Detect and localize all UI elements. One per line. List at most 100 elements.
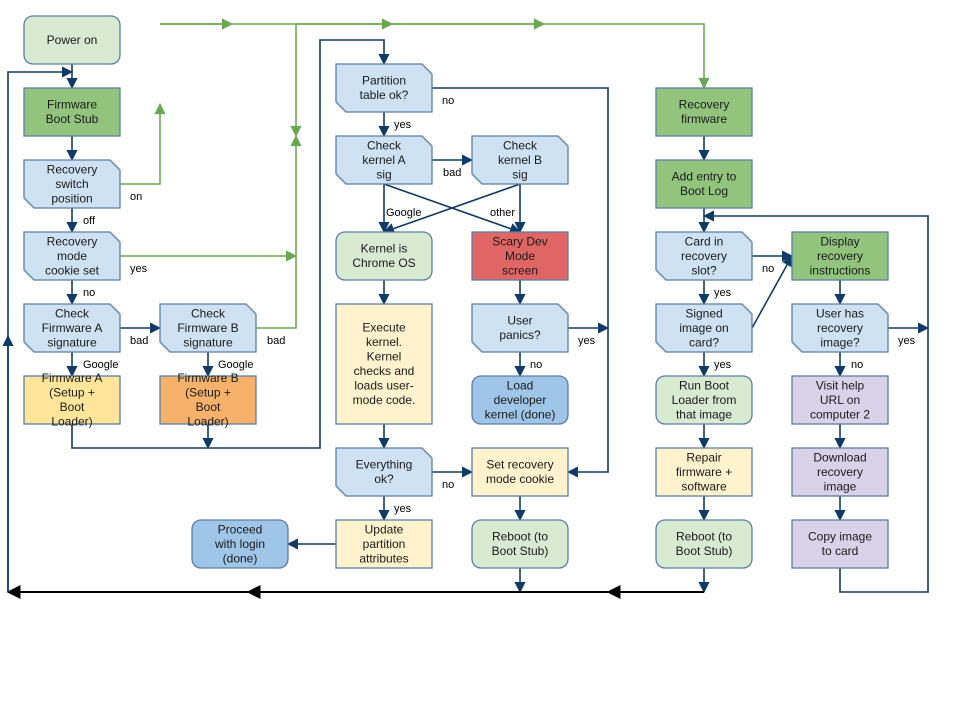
node-shape <box>655 87 753 137</box>
node-text-line: (Setup + <box>185 386 231 400</box>
edge-label-bad-b: bad <box>267 335 285 347</box>
node-shape <box>471 231 569 281</box>
connector-46 <box>256 134 302 329</box>
node-text-line: with login <box>214 537 265 551</box>
node-text-line: Display <box>820 234 859 248</box>
node-shape <box>471 303 569 353</box>
node-text-line: kernel A <box>362 153 405 167</box>
node-text-line: (done) <box>223 551 258 565</box>
node-shape <box>471 375 569 425</box>
node-text-line: firmware + <box>676 465 732 479</box>
edge-label-yes-everything: yes <box>394 503 412 515</box>
node-text-line: Kernel is <box>361 242 408 256</box>
edge-label-no-cookie: no <box>83 287 95 299</box>
node-text-line: Run Boot <box>679 378 730 392</box>
node-text-line: ok? <box>374 472 394 486</box>
node-text-line: Check <box>367 138 402 152</box>
connector-13 <box>432 87 609 478</box>
edge-label-bad-kernel: bad <box>443 167 461 179</box>
node-text-line: card? <box>689 335 719 349</box>
node-text-line: User <box>507 314 532 328</box>
node-text-line: switch <box>55 177 88 191</box>
node-text-line: URL on <box>820 393 860 407</box>
node-text-line: Everything <box>356 458 413 472</box>
node-text-line: Card in <box>685 234 724 248</box>
node-text-line: position <box>51 191 92 205</box>
node-shape <box>655 375 753 425</box>
node-text-line: Set recovery <box>486 458 553 472</box>
node-text-line: Proceed <box>218 522 263 536</box>
node-text-line: Recovery <box>47 234 98 248</box>
node-text-line: Reboot (to <box>676 530 732 544</box>
node-text-line: that image <box>676 407 732 421</box>
node-text-line: Recovery <box>679 98 730 112</box>
node-shape <box>335 519 433 569</box>
node-text-line: Firmware B <box>177 371 238 385</box>
edge-label-no-partition: no <box>442 95 454 107</box>
node-text-line: Loader) <box>51 415 92 429</box>
node-text-line: mode <box>57 249 87 263</box>
edge-label-bad-a: bad <box>130 335 148 347</box>
edge-label-yes-signed: yes <box>714 359 732 371</box>
edge-label-no-card: no <box>762 263 774 275</box>
edge-label-on: on <box>130 191 142 203</box>
node-text-line: Mode <box>505 249 535 263</box>
edge-label-google-b: Google <box>218 359 253 371</box>
node-text-line: kernel (done) <box>485 407 556 421</box>
node-text-line: mode cookie <box>486 472 554 486</box>
node-text-line: Boot Stub) <box>676 544 733 558</box>
node-shape <box>791 303 889 353</box>
node-text-line: Execute <box>362 321 406 335</box>
node-text-line: Download <box>813 450 866 464</box>
node-shape <box>191 519 289 569</box>
node-text-line: Firmware B <box>177 321 238 335</box>
edge-label-off: off <box>83 215 96 227</box>
node-text-line: firmware <box>681 112 727 126</box>
node-text-line: Chrome OS <box>352 256 415 270</box>
node-text-line: Firmware <box>47 98 97 112</box>
node-shape <box>23 87 121 137</box>
node-text-line: cookie set <box>45 263 100 277</box>
connector-32 <box>751 255 793 329</box>
node-shape <box>655 519 753 569</box>
node-text-line: recovery <box>817 465 863 479</box>
node-text-line: Update <box>365 522 404 536</box>
node-text-line: partition <box>363 537 406 551</box>
node-text-line: software <box>681 479 727 493</box>
node-text-line: mode code. <box>353 393 416 407</box>
node-text-line: computer 2 <box>810 407 870 421</box>
node-text-line: recovery <box>817 249 863 263</box>
edge-label-google-a: Google <box>83 359 118 371</box>
node-shape <box>655 447 753 497</box>
node-shape <box>791 375 889 425</box>
node-text-line: Recovery <box>47 162 98 176</box>
node-text-line: image on <box>679 321 728 335</box>
connector-42 <box>702 210 929 593</box>
node-text-line: User has <box>816 306 864 320</box>
node-shape <box>471 135 569 185</box>
node-text-line: recovery <box>681 249 727 263</box>
node-text-line: panics? <box>499 328 541 342</box>
node-text-line: Copy image <box>808 530 872 544</box>
node-shape <box>159 375 257 425</box>
